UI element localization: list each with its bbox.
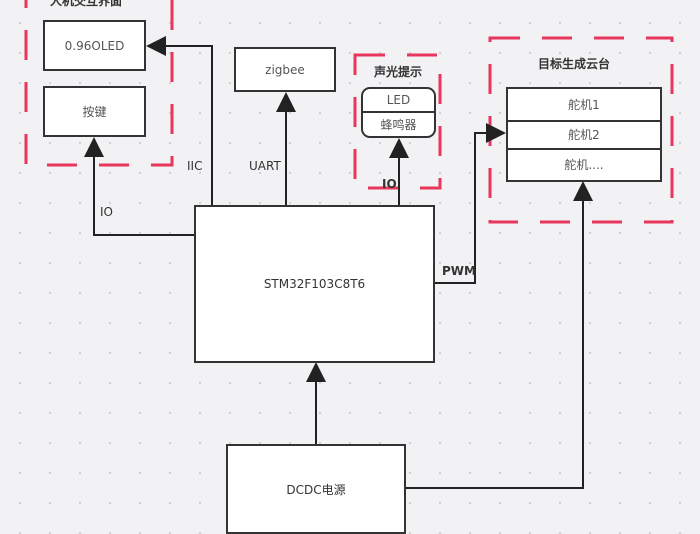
oled-block[interactable]: 0.96OLED: [43, 20, 146, 71]
servo-more-item[interactable]: 舵机....: [564, 158, 604, 173]
iic-line: [146, 36, 213, 205]
group-sound-border: [353, 53, 442, 190]
group-hmi-border: [24, 0, 174, 167]
group-sound-title: 声光提示: [374, 65, 423, 79]
power-block[interactable]: DCDC电源: [226, 444, 406, 534]
servo2-item[interactable]: 舵机2: [508, 122, 660, 150]
io-key-line: [84, 137, 194, 236]
servo1-item[interactable]: 舵机1: [508, 89, 660, 122]
mcu-block[interactable]: STM32F103C8T6: [194, 205, 435, 363]
servo-block[interactable]: 舵机1 舵机2 舵机....: [506, 87, 662, 182]
pwm-line: [435, 123, 506, 284]
sound-light-block[interactable]: LED 蜂鸣器: [361, 87, 436, 138]
io-led-label: IO: [382, 177, 397, 191]
group-gimbal-title: 目标生成云台: [538, 57, 611, 71]
uart-label: UART: [249, 159, 281, 173]
power-servo-line: [406, 181, 593, 489]
led-item[interactable]: LED: [363, 89, 434, 113]
pwm-label: PWM: [442, 264, 476, 278]
iic-label: IIC: [187, 159, 203, 173]
buzzer-item[interactable]: 蜂鸣器: [380, 117, 417, 132]
key-block[interactable]: 按键: [43, 86, 146, 137]
io-key-label: IO: [100, 205, 113, 219]
zigbee-block[interactable]: zigbee: [234, 47, 336, 92]
group-hmi-title: 人机交互界面: [50, 0, 123, 8]
